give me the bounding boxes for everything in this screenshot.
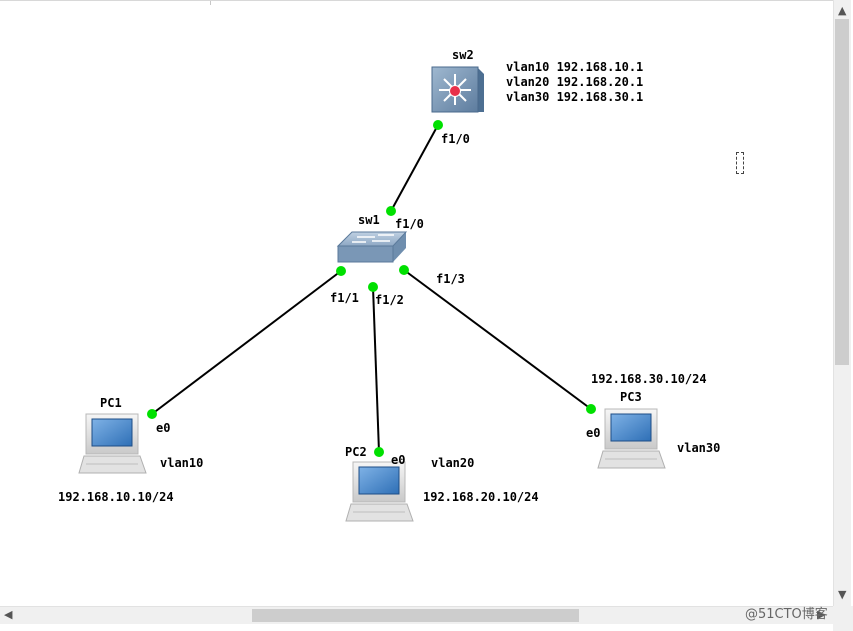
- selection-marquee: [736, 152, 744, 174]
- sw1-port-f12-label: f1/2: [375, 293, 404, 307]
- sw1-port-f11-label: f1/1: [330, 291, 359, 305]
- vertical-scrollbar[interactable]: ▲ ▼: [833, 0, 851, 606]
- watermark: @51CTO博客: [745, 607, 828, 622]
- sw2-port-f10-label: f1/0: [441, 132, 470, 146]
- link-sw2-sw1: [390, 124, 439, 212]
- sw2-config-line: vlan30 192.168.30.1: [506, 90, 644, 104]
- status-dot-sw2-f10: [433, 120, 443, 130]
- pc3-vlan-label: vlan30: [677, 441, 721, 455]
- pc3-icon: [597, 408, 666, 469]
- top-divider: [210, 1, 211, 5]
- sw1-port-f10-label: f1/0: [395, 217, 424, 231]
- pc2-port-label: e0: [391, 453, 406, 467]
- links: [151, 124, 592, 453]
- link-sw1-pc2: [372, 286, 380, 453]
- status-dot-pc1-e0: [147, 409, 157, 419]
- link-sw1-pc3: [403, 269, 592, 410]
- scroll-right-arrow[interactable]: ▶: [817, 608, 826, 621]
- sw2-config-line: vlan10 192.168.10.1: [506, 60, 644, 74]
- scroll-left-arrow[interactable]: ◀: [4, 608, 13, 621]
- pc2-ip-label: 192.168.20.10/24: [423, 490, 539, 504]
- pc2-icon: [345, 461, 414, 522]
- switch-icon: [336, 231, 408, 263]
- link-sw1-pc1: [151, 270, 342, 415]
- sw2-config: vlan10 192.168.10.1 vlan20 192.168.20.1 …: [506, 60, 643, 105]
- sw1-label: sw1: [358, 213, 380, 227]
- pc1-icon: [78, 413, 147, 474]
- pc1-label: PC1: [100, 396, 122, 410]
- pc3-ip-label: 192.168.30.10/24: [591, 372, 707, 386]
- status-dot-pc2-e0: [374, 447, 384, 457]
- scroll-down-arrow[interactable]: ▼: [838, 588, 847, 601]
- pc1-vlan-label: vlan10: [160, 456, 204, 470]
- horizontal-scroll-thumb[interactable]: [252, 609, 579, 622]
- scrollbar-corner: [833, 606, 853, 631]
- link-status-dots: [147, 120, 596, 457]
- pc3-label: PC3: [620, 390, 642, 404]
- sw2-config-line: vlan20 192.168.20.1: [506, 75, 644, 89]
- topology-canvas[interactable]: sw2 vlan10 192.168.10.1 vlan20 192.168.2…: [0, 0, 833, 607]
- sw2-label: sw2: [452, 48, 474, 62]
- pc3-port-label: e0: [586, 426, 601, 440]
- scroll-up-arrow[interactable]: ▲: [838, 4, 847, 17]
- multilayer-switch-icon: [431, 66, 484, 113]
- topology-diagram: [78, 66, 666, 522]
- status-dot-sw1-f11: [336, 266, 346, 276]
- pc2-vlan-label: vlan20: [431, 456, 475, 470]
- pc1-ip-label: 192.168.10.10/24: [58, 490, 174, 504]
- pc1-port-label: e0: [156, 421, 171, 435]
- status-dot-pc3-e0: [586, 404, 596, 414]
- horizontal-scrollbar[interactable]: ◀ ▶: [0, 606, 833, 624]
- vertical-scroll-thumb[interactable]: [835, 19, 849, 365]
- status-dot-sw1-f10: [386, 206, 396, 216]
- status-dot-sw1-f13: [399, 265, 409, 275]
- pc2-label: PC2: [345, 445, 367, 459]
- status-dot-sw1-f12: [368, 282, 378, 292]
- sw1-port-f13-label: f1/3: [436, 272, 465, 286]
